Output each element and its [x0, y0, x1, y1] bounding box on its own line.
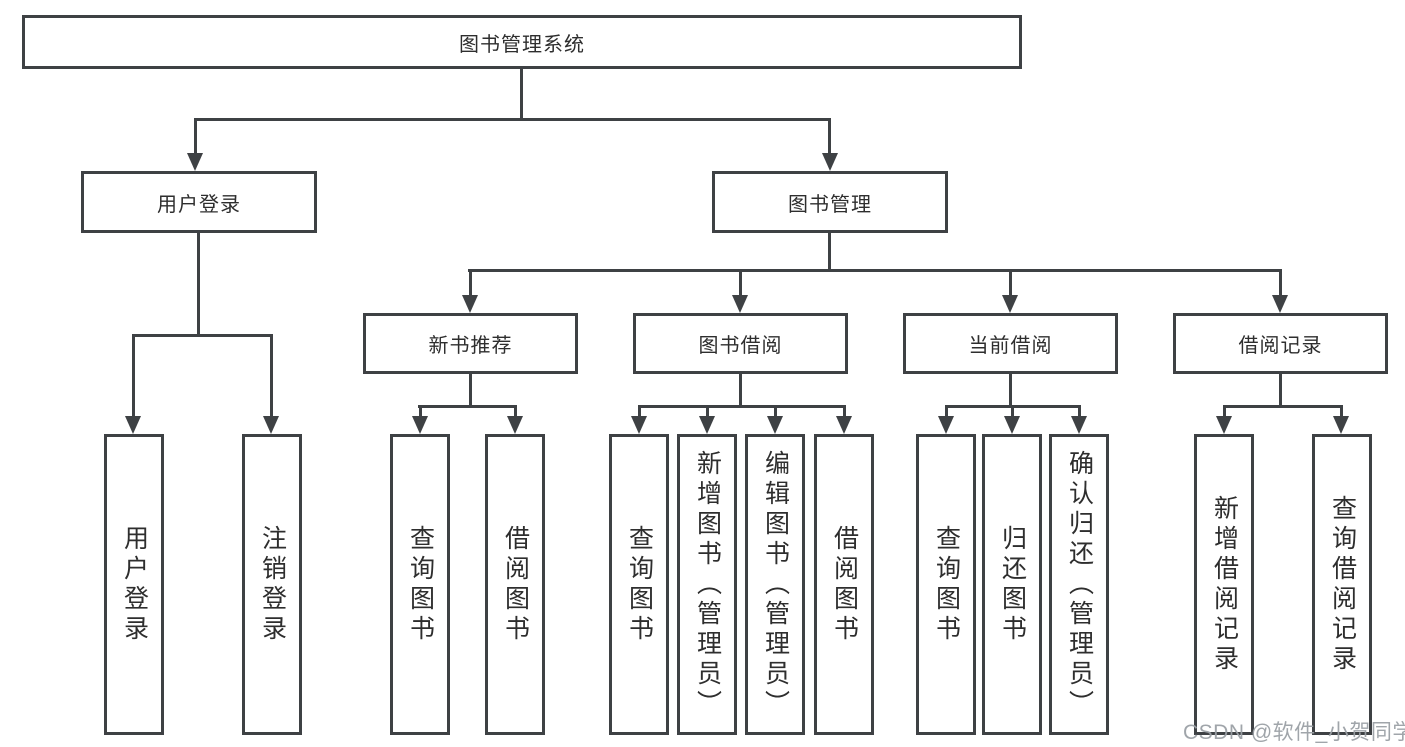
- connector-borrow-record-stem: [1279, 374, 1282, 407]
- connector-current-borrow-stem: [1009, 374, 1012, 407]
- connector-book-borrow-rail: [638, 405, 845, 408]
- arrow-down-icon: [836, 416, 852, 434]
- arrow-down-icon: [1004, 416, 1020, 434]
- leaf-add-borrow-record: 新增借阅记录: [1194, 434, 1254, 735]
- connector-drop: [1011, 405, 1014, 416]
- leaf-query-borrow-record: 查询借阅记录: [1312, 434, 1372, 735]
- arrow-down-icon: [631, 416, 647, 434]
- arrow-down-icon: [263, 416, 279, 434]
- leaf-borrow-books-recommend: 借阅图书: [485, 434, 545, 735]
- leaf-label: 查询图书: [932, 524, 961, 645]
- arrow-down-icon: [1002, 295, 1018, 313]
- connector-drop-user-login: [194, 118, 197, 153]
- leaf-add-books-admin: 新增图书（管理员）: [677, 434, 737, 735]
- leaf-label: 注销登录: [258, 524, 287, 645]
- node-user-login: 用户登录: [81, 171, 317, 233]
- connector-drop-new-book: [469, 269, 472, 295]
- arrow-down-icon: [767, 416, 783, 434]
- arrow-down-icon: [125, 416, 141, 434]
- connector-root-rail: [194, 118, 831, 121]
- leaf-query-books-recommend: 查询图书: [390, 434, 450, 735]
- leaf-user-login: 用户登录: [104, 434, 164, 735]
- leaf-label: 编辑图书（管理员）: [761, 449, 790, 720]
- arrow-down-icon: [462, 295, 478, 313]
- node-new-book-recommend: 新书推荐: [363, 313, 578, 374]
- arrow-down-icon: [732, 295, 748, 313]
- leaf-query-books-current: 查询图书: [916, 434, 976, 735]
- connector-borrow-record-rail: [1223, 405, 1343, 408]
- connector-drop-logout-leaf: [270, 334, 273, 416]
- leaf-query-books-borrowing: 查询图书: [609, 434, 669, 735]
- connector-drop-borrow-record: [1279, 269, 1282, 295]
- connector-user-login-rail: [132, 334, 273, 337]
- connector-book-borrow-stem: [739, 374, 742, 407]
- node-label: 借阅记录: [1238, 335, 1323, 357]
- leaf-label: 确认归还（管理员）: [1065, 449, 1094, 720]
- arrow-down-icon: [187, 153, 203, 171]
- leaf-return-books: 归还图书: [982, 434, 1042, 735]
- node-label: 用户登录: [157, 193, 241, 216]
- node-label: 图书管理: [788, 193, 872, 216]
- leaf-label: 查询图书: [406, 524, 435, 645]
- connector-book-management-stem: [828, 233, 831, 271]
- connector-drop: [1340, 405, 1343, 416]
- node-library-management-system: 图书管理系统: [22, 15, 1022, 69]
- leaf-label: 借阅图书: [501, 524, 530, 645]
- connector-drop: [945, 405, 948, 416]
- arrow-down-icon: [822, 153, 838, 171]
- node-borrowing-records: 借阅记录: [1173, 313, 1388, 374]
- connector-drop: [843, 405, 846, 416]
- leaf-logout: 注销登录: [242, 434, 302, 735]
- arrow-down-icon: [1216, 416, 1232, 434]
- arrow-down-icon: [412, 416, 428, 434]
- connector-drop: [706, 405, 709, 416]
- leaf-label: 新增图书（管理员）: [693, 449, 722, 720]
- node-label: 图书管理系统: [459, 33, 585, 56]
- node-label: 新书推荐: [428, 335, 513, 357]
- connector-drop: [514, 405, 517, 416]
- connector-book-management-rail: [468, 269, 1282, 272]
- leaf-label: 查询图书: [625, 524, 654, 645]
- connector-drop: [1078, 405, 1081, 416]
- leaf-label: 用户登录: [120, 524, 149, 645]
- connector-drop: [419, 405, 422, 416]
- node-book-management: 图书管理: [712, 171, 948, 233]
- arrow-down-icon: [1333, 416, 1349, 434]
- connector-root-stem: [520, 69, 523, 120]
- arrow-down-icon: [699, 416, 715, 434]
- leaf-label: 归还图书: [998, 524, 1027, 645]
- connector-drop-current-borrow: [1009, 269, 1012, 295]
- leaf-label: 新增借阅记录: [1210, 494, 1239, 675]
- connector-drop: [638, 405, 641, 416]
- node-label: 图书借阅: [698, 335, 783, 357]
- csdn-watermark: CSDN @软件_小贺同学: [1183, 721, 1405, 744]
- arrow-down-icon: [1272, 295, 1288, 313]
- connector-drop-book-management: [828, 118, 831, 153]
- connector-new-book-rail: [418, 405, 516, 408]
- leaf-confirm-return-admin: 确认归还（管理员）: [1049, 434, 1109, 735]
- arrow-down-icon: [1071, 416, 1087, 434]
- node-book-borrowing: 图书借阅: [633, 313, 848, 374]
- connector-new-book-stem: [469, 374, 472, 407]
- leaf-label: 借阅图书: [830, 524, 859, 645]
- leaf-edit-books-admin: 编辑图书（管理员）: [745, 434, 805, 735]
- connector-user-login-stem: [197, 233, 200, 336]
- connector-drop: [1223, 405, 1226, 416]
- connector-drop-login-leaf: [132, 334, 135, 416]
- arrow-down-icon: [938, 416, 954, 434]
- connector-drop: [774, 405, 777, 416]
- leaf-borrow-books: 借阅图书: [814, 434, 874, 735]
- arrow-down-icon: [507, 416, 523, 434]
- node-current-borrowing: 当前借阅: [903, 313, 1118, 374]
- node-label: 当前借阅: [968, 335, 1053, 357]
- leaf-label: 查询借阅记录: [1328, 494, 1357, 675]
- connector-drop-book-borrow: [739, 269, 742, 295]
